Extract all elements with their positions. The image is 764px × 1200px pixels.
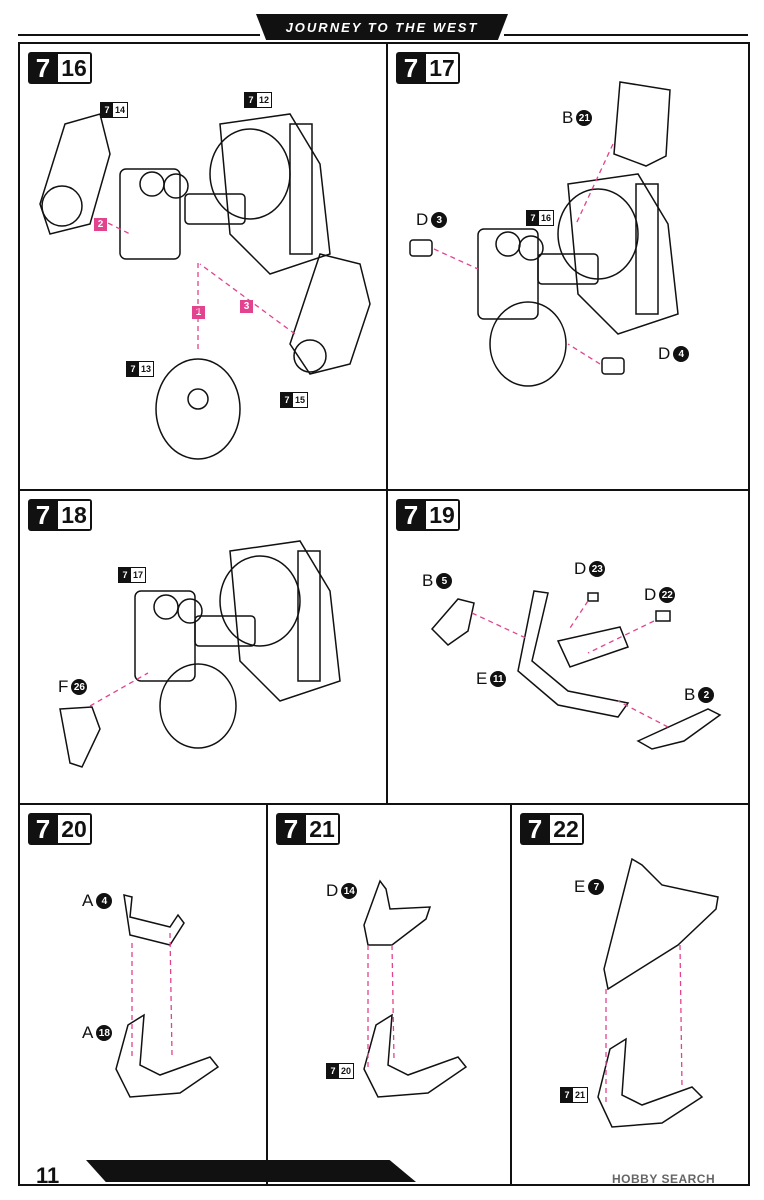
step-section: 7: [396, 499, 426, 531]
assembly-drawing: [363, 879, 468, 1098]
step-badge: 7 17: [396, 52, 460, 84]
step-section: 7: [396, 52, 426, 84]
assembly-drawing: [430, 590, 722, 750]
page-number: 11: [36, 1163, 60, 1188]
assembly-drawing: [39, 113, 371, 460]
step-badge: 7 21: [276, 813, 340, 845]
header-rule-left: [18, 34, 260, 36]
step-badge: 7 19: [396, 499, 460, 531]
footer-banner: [86, 1160, 416, 1182]
assembly-drawing: [409, 81, 679, 387]
assembly-drawing: [597, 857, 719, 1128]
step-section: 7: [28, 499, 58, 531]
step-section: 7: [520, 813, 550, 845]
step-section: 7: [276, 813, 306, 845]
step-number: 22: [550, 813, 584, 845]
step-badge: 7 22: [520, 813, 584, 845]
step-number: 17: [426, 52, 460, 84]
step-section: 7: [28, 52, 58, 84]
assembly-drawing: [59, 540, 341, 768]
header-rule-right: [504, 34, 748, 36]
watermark: HOBBY SEARCH: [612, 1172, 716, 1186]
order-mark: 3: [240, 300, 253, 313]
step-badge: 7 16: [28, 52, 92, 84]
step-number: 16: [58, 52, 92, 84]
step-number: 20: [58, 813, 92, 845]
assembly-drawing: [115, 893, 220, 1098]
step-section: 7: [28, 813, 58, 845]
step-number: 19: [426, 499, 460, 531]
step-badge: 7 20: [28, 813, 92, 845]
step-number: 18: [58, 499, 92, 531]
step-number: 21: [306, 813, 340, 845]
step-badge: 7 18: [28, 499, 92, 531]
header-banner: JOURNEY TO THE WEST: [256, 14, 508, 40]
header-title: JOURNEY TO THE WEST: [285, 19, 479, 35]
